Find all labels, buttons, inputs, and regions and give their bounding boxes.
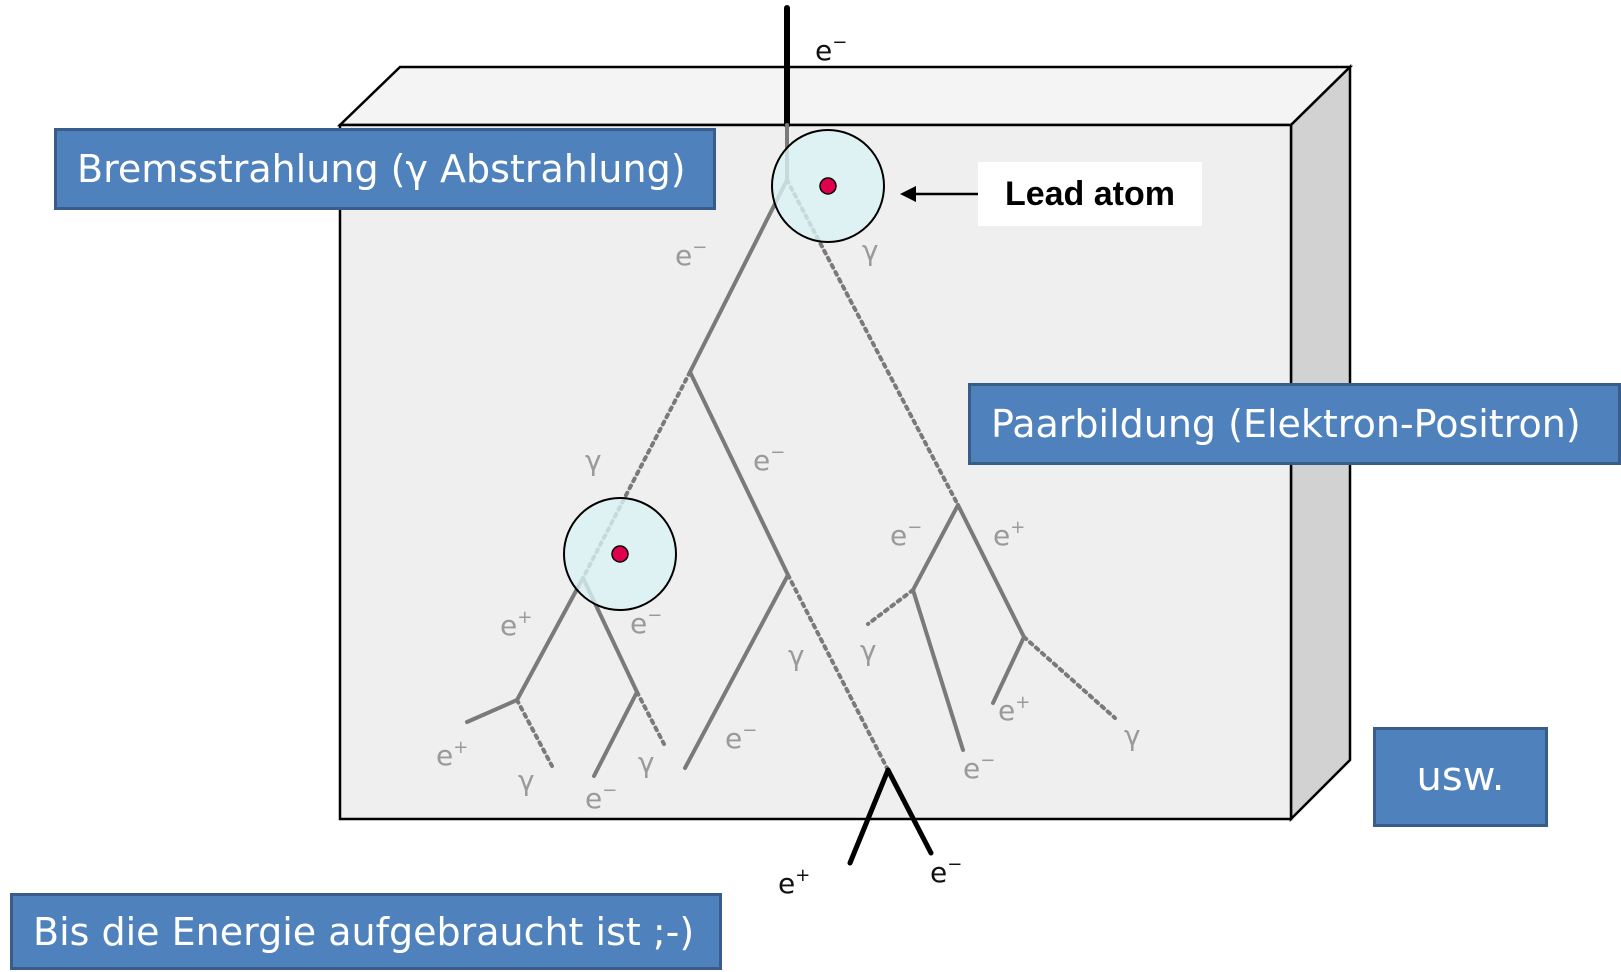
nucleus xyxy=(611,545,629,563)
label-e-plus: e+ xyxy=(998,692,1030,727)
electron-track xyxy=(911,503,960,592)
electron-track xyxy=(885,767,934,856)
positron-track xyxy=(515,576,585,702)
gamma-track xyxy=(866,588,915,626)
lead-atom-arrow xyxy=(900,186,978,202)
label-e-minus: e− xyxy=(753,442,785,477)
label-gamma: γ xyxy=(585,444,602,477)
label-e-plus: e+ xyxy=(436,737,468,772)
paarbildung-callout: Paarbildung (Elektron-Positron) xyxy=(968,383,1621,465)
positron-track xyxy=(847,767,891,866)
label-e-minus: e− xyxy=(675,237,707,272)
positron-track xyxy=(991,635,1026,705)
electron-track xyxy=(683,573,790,770)
electron-track xyxy=(688,370,790,577)
label-gamma: γ xyxy=(638,746,655,779)
label-e-minus: e− xyxy=(890,517,922,552)
label-gamma: γ xyxy=(860,634,877,667)
label-e-minus: e− xyxy=(930,854,962,889)
label-e-minus: e− xyxy=(630,605,662,640)
electron-track xyxy=(592,690,639,778)
label-e-plus: e+ xyxy=(778,865,810,900)
lead-atom-upper xyxy=(771,129,885,243)
particle-labels: e− e− γ γ e− e− e+ e+ e− γ γ e+ γ e− e+ … xyxy=(436,32,1141,900)
label-gamma: γ xyxy=(518,764,535,797)
positron-track xyxy=(465,698,519,724)
gamma-track xyxy=(635,690,666,746)
label-e-minus: e− xyxy=(585,780,617,815)
label-e-plus: e+ xyxy=(500,607,532,642)
lead-block-top-face xyxy=(336,65,1354,127)
label-e-minus: e− xyxy=(725,720,757,755)
label-gamma: γ xyxy=(788,639,805,672)
lead-atom-lower xyxy=(563,497,677,611)
nucleus xyxy=(819,177,837,195)
lead-atom-label: Lead atom xyxy=(978,162,1202,226)
gamma-track xyxy=(786,573,890,772)
label-e-minus: e− xyxy=(815,32,847,67)
usw-callout: usw. xyxy=(1373,727,1548,827)
electron-track xyxy=(688,178,789,374)
positron-track xyxy=(956,503,1026,639)
label-e-plus: e+ xyxy=(993,517,1025,552)
label-e-minus: e− xyxy=(963,750,995,785)
bremsstrahlung-callout: Bremsstrahlung (γ Abstrahlung) xyxy=(54,128,716,210)
label-gamma: γ xyxy=(1124,719,1141,752)
gamma-track xyxy=(785,178,960,507)
label-gamma: γ xyxy=(862,234,879,267)
gamma-track xyxy=(1022,635,1117,720)
energy-used-callout: Bis die Energie aufgebraucht ist ;-) xyxy=(10,893,722,970)
electron-track xyxy=(911,588,965,752)
gamma-track xyxy=(515,698,554,768)
